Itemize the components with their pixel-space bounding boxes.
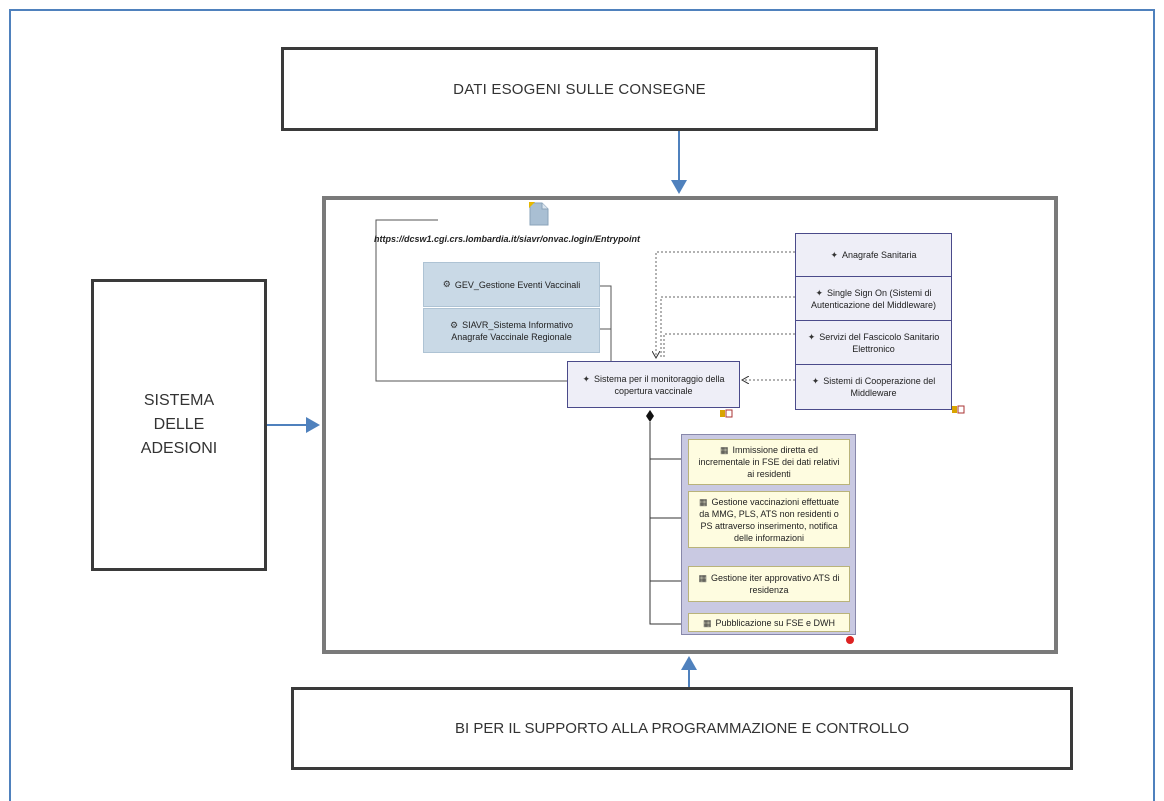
function-label: PS attraverso inserimento, notifica bbox=[700, 520, 838, 531]
stack-label: Middleware bbox=[850, 388, 897, 398]
system-architecture-screenshot: https://dcsw1.cgi.crs.lombardia.it/siavr… bbox=[322, 196, 1058, 654]
siavr-label-2: Anagrafe Vaccinale Regionale bbox=[451, 331, 572, 342]
central-label-1: Sistema per il monitoraggio della bbox=[593, 373, 725, 384]
component-icon: ⚙ bbox=[450, 319, 459, 330]
system-icon: ✦ bbox=[811, 376, 820, 386]
central-monitoring-system: ✦Sistema per il monitoraggio della coper… bbox=[567, 361, 740, 408]
package-icon: ▦ bbox=[698, 573, 708, 583]
function-label: residenza bbox=[749, 585, 789, 595]
package-icon: ▦ bbox=[699, 496, 708, 507]
central-label-2: copertura vaccinale bbox=[614, 385, 693, 396]
stack-label: Servizi del Fascicolo Sanitario bbox=[819, 331, 940, 342]
siavr-component: ⚙SIAVR_Sistema Informativo Anagrafe Vacc… bbox=[423, 308, 600, 353]
page-frame bbox=[9, 9, 1155, 801]
adhesion-system-line2: DELLE bbox=[153, 416, 205, 433]
system-icon: ✦ bbox=[582, 373, 590, 384]
function-label: delle informazioni bbox=[733, 532, 805, 543]
external-data-label: DATI ESOGENI SULLE CONSEGNE bbox=[453, 80, 706, 98]
package-icon: ▦ bbox=[702, 617, 712, 628]
component-icon: ⚙ bbox=[442, 279, 451, 289]
function-immissione: ▦Immissione diretta ed incrementale in FS… bbox=[688, 439, 850, 485]
adhesion-system-line1: SISTEMA bbox=[143, 392, 215, 409]
package-icon: ▦ bbox=[719, 445, 729, 455]
function-label: incrementale in FSE dei dati relativi bbox=[698, 457, 840, 467]
external-data-box: DATI ESOGENI SULLE CONSEGNE bbox=[281, 47, 878, 131]
function-label: Gestione vaccinazioni effettuate bbox=[711, 496, 839, 507]
function-iter-approvativo: ▦Gestione iter approvativo ATS di residen… bbox=[688, 566, 850, 602]
gev-component: ⚙ GEV_Gestione Eventi Vaccinali bbox=[423, 262, 600, 307]
stack-label: Sistemi di Cooperazione del bbox=[823, 376, 936, 386]
system-icon: ✦ bbox=[815, 287, 823, 298]
adhesion-system-line3: ADESIONI bbox=[140, 440, 218, 457]
stack-label: Single Sign On (Sistemi di bbox=[826, 287, 932, 298]
function-label: Immissione diretta ed bbox=[732, 445, 819, 455]
function-label: Pubblicazione su FSE e DWH bbox=[715, 617, 836, 628]
stack-label: Anagrafe Sanitaria bbox=[841, 250, 917, 260]
bi-support-box: BI PER IL SUPPORTO ALLA PROGRAMMAZIONE E… bbox=[291, 687, 1073, 770]
siavr-label-1: SIAVR_Sistema Informativo bbox=[462, 319, 573, 330]
stack-label: Autenticazione del Middleware) bbox=[810, 299, 937, 310]
function-label: ai residenti bbox=[747, 469, 791, 479]
document-icon bbox=[528, 201, 550, 227]
function-label: da MMG, PLS, ATS non residenti o bbox=[699, 508, 839, 519]
bi-support-label: BI PER IL SUPPORTO ALLA PROGRAMMAZIONE E… bbox=[454, 720, 909, 737]
system-icon: ✦ bbox=[807, 331, 816, 342]
external-systems-stack: ✦Anagrafe Sanitaria ✦Single Sign On (Sis… bbox=[795, 233, 952, 410]
function-pubblicazione: ▦Pubblicazione su FSE e DWH bbox=[688, 613, 850, 632]
system-icon: ✦ bbox=[830, 250, 838, 260]
adhesion-system-box: SISTEMA DELLE ADESIONI bbox=[91, 279, 267, 571]
function-label: Gestione iter approvativo ATS di bbox=[711, 573, 840, 583]
error-icon bbox=[846, 636, 854, 644]
stack-label: Elettronico bbox=[852, 343, 895, 354]
system-url: https://dcsw1.cgi.crs.lombardia.it/siavr… bbox=[374, 234, 641, 244]
gev-label: GEV_Gestione Eventi Vaccinali bbox=[454, 279, 581, 290]
stack-item-anagrafe: ✦Anagrafe Sanitaria bbox=[796, 234, 951, 277]
